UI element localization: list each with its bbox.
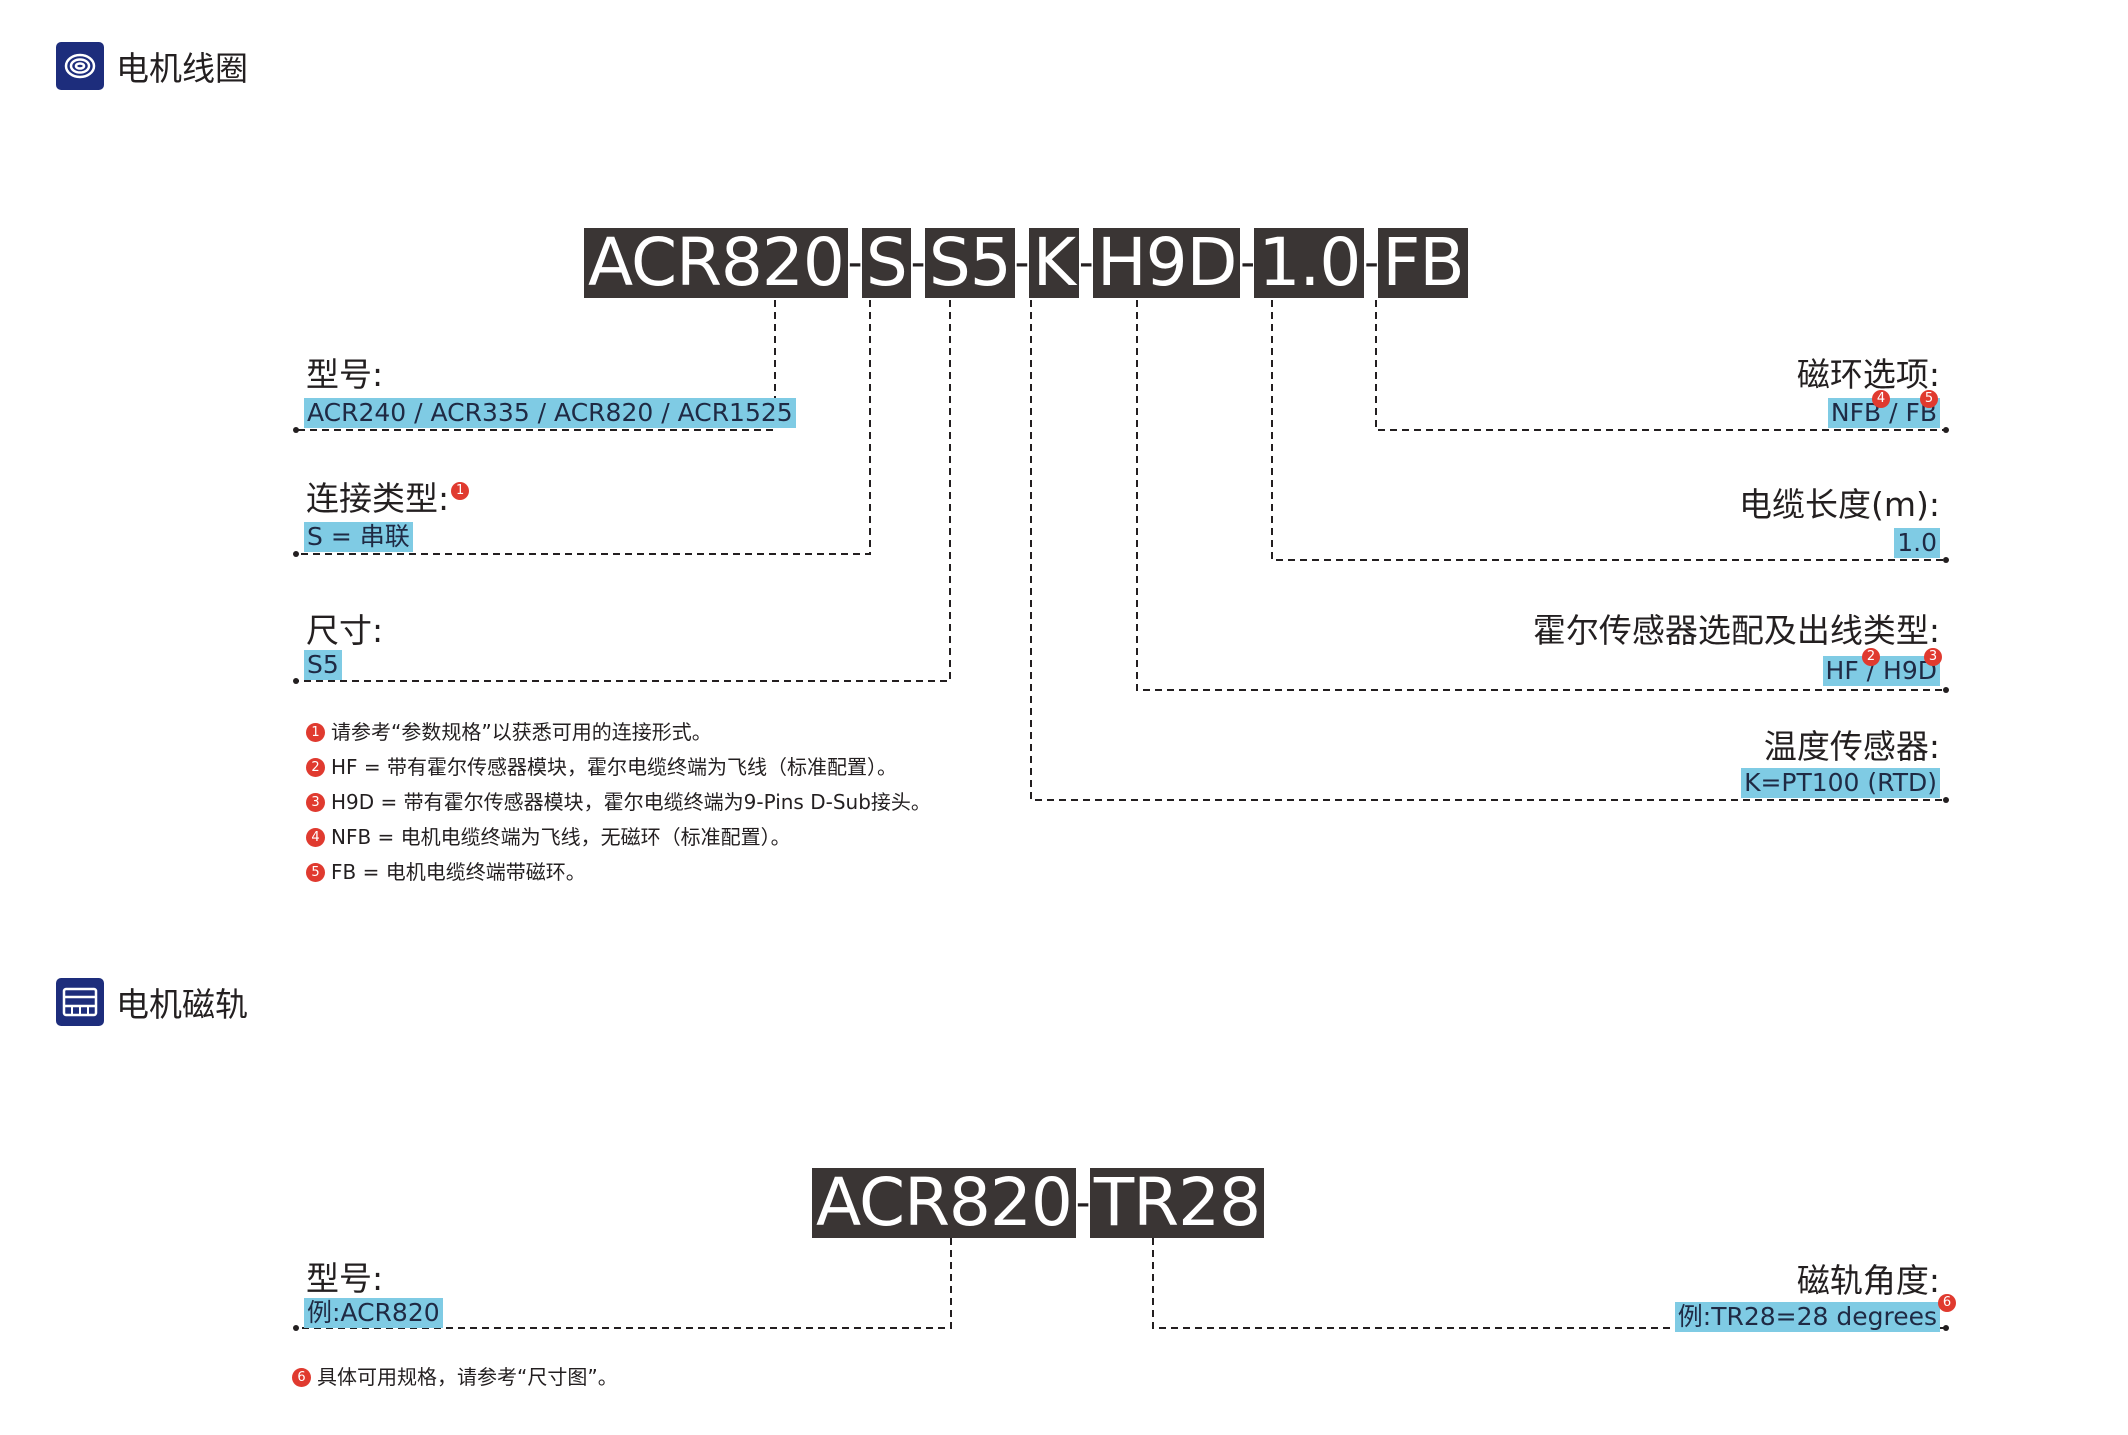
footnote-text: HF = 带有霍尔传感器模块，霍尔电缆终端为飞线（标准配置）。: [331, 755, 898, 779]
footnote-text: FB = 电机电缆终端带磁环。: [331, 860, 586, 884]
label-size: 尺寸:: [306, 611, 384, 650]
value-connection-type: S = 串联: [304, 522, 413, 552]
label-ferrite-option: 磁环选项:: [1796, 355, 1940, 394]
label-track-angle: 磁轨角度:: [1796, 1261, 1940, 1300]
code-segment-track-angle: TR28: [1089, 1168, 1265, 1238]
code-segment-cable-length: 1.0: [1254, 228, 1365, 298]
value-model: ACR240 / ACR335 / ACR820 / ACR1525: [304, 398, 796, 428]
code-separator: -: [1364, 240, 1379, 286]
value-size: S5: [304, 650, 342, 680]
footnote-text: H9D = 带有霍尔传感器模块，霍尔电缆终端为9-Pins D-Sub接头。: [331, 790, 931, 814]
label-temp-sensor: 温度传感器:: [1763, 727, 1940, 766]
label-connection-type-text: 连接类型:: [306, 479, 450, 518]
footnote-num: 5: [306, 862, 325, 882]
label-track-model: 型号:: [306, 1259, 384, 1298]
label-hall-sensor: 霍尔传感器选配及出线类型:: [1532, 611, 1940, 650]
footnote-num: 6: [292, 1367, 311, 1387]
code-segment-temp-sensor: K: [1028, 228, 1079, 298]
footnote-num: 1: [306, 722, 325, 742]
code-segment-model: ACR820: [812, 1168, 1076, 1238]
section-title-track: 电机磁轨: [116, 985, 248, 1024]
footnote-badge-4: 4: [1872, 390, 1890, 408]
code-separator: -: [1075, 1180, 1091, 1226]
code-segment-connection: S: [861, 228, 911, 298]
label-cable-length: 电缆长度(m):: [1738, 485, 1940, 524]
footnote-badge-3: 3: [1924, 648, 1942, 666]
code-segment-hall: H9D: [1092, 228, 1241, 298]
value-track-model: 例:ACR820: [304, 1298, 443, 1328]
value-temp-sensor: K=PT100 (RTD): [1741, 768, 1940, 798]
footnote-2: 2 HF = 带有霍尔传感器模块，霍尔电缆终端为飞线（标准配置）。: [306, 757, 897, 777]
part-number-coil: ACR820 - S - S5 - K - H9D - 1.0 - FB: [584, 228, 1468, 298]
code-segment-model: ACR820: [584, 228, 848, 298]
value-cable-length: 1.0: [1894, 528, 1940, 558]
code-separator: -: [847, 240, 863, 286]
magnetic-track-icon: [56, 978, 104, 1026]
code-segment-ferrite: FB: [1378, 228, 1468, 298]
footnote-text: 请参考“参数规格”以获悉可用的连接形式。: [331, 720, 712, 744]
footnote-4: 4 NFB = 电机电缆终端为飞线，无磁环（标准配置）。: [306, 827, 791, 847]
value-hall-sensor: HF / H9D: [1822, 656, 1940, 686]
footnote-badge-2: 2: [1862, 648, 1880, 666]
footnote-6: 6 具体可用规格，请参考“尺寸图”。: [292, 1367, 618, 1387]
label-connection-type: 连接类型:1: [306, 479, 470, 518]
code-separator: -: [1014, 240, 1030, 286]
footnote-num: 4: [306, 827, 325, 847]
footnote-3: 3 H9D = 带有霍尔传感器模块，霍尔电缆终端为9-Pins D-Sub接头。: [306, 792, 931, 812]
footnote-text: NFB = 电机电缆终端为飞线，无磁环（标准配置）。: [331, 825, 791, 849]
footnote-5: 5 FB = 电机电缆终端带磁环。: [306, 862, 586, 882]
footnote-num: 2: [306, 757, 325, 777]
value-track-angle: 例:TR28=28 degrees: [1674, 1302, 1940, 1332]
footnote-badge-1: 1: [451, 482, 470, 500]
code-separator: -: [910, 240, 926, 286]
code-separator: -: [1078, 240, 1094, 286]
footnote-text: 具体可用规格，请参考“尺寸图”。: [317, 1365, 618, 1389]
code-segment-size: S5: [924, 228, 1015, 298]
part-number-track: ACR820 - TR28: [812, 1168, 1265, 1238]
footnote-badge-6: 6: [1938, 1294, 1956, 1312]
footnote-1: 1 请参考“参数规格”以获悉可用的连接形式。: [306, 722, 712, 742]
code-separator: -: [1240, 240, 1255, 286]
coil-icon: [56, 42, 104, 90]
section-title-coil: 电机线圈: [116, 49, 248, 88]
footnote-num: 3: [306, 792, 325, 812]
footnote-badge-5: 5: [1920, 390, 1938, 408]
label-model: 型号:: [306, 355, 384, 394]
